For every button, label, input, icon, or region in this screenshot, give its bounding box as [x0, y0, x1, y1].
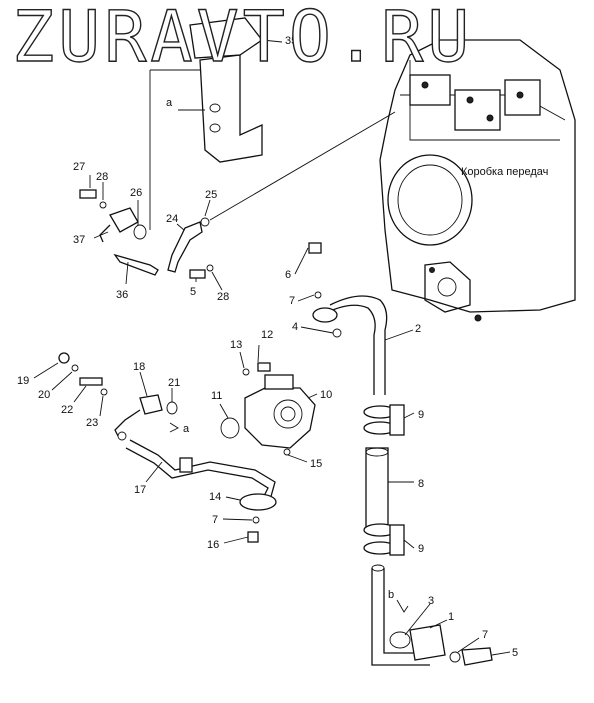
label-10: 10	[320, 389, 332, 401]
label-25: 25	[205, 189, 217, 201]
fittings-upper-left	[79, 189, 214, 279]
label-35: 35	[285, 35, 297, 47]
label-17: 17	[134, 484, 146, 496]
label-36: 36	[116, 289, 128, 301]
label-5-lower: 5	[512, 647, 518, 659]
pipe-2	[308, 242, 388, 395]
label-7-upper: 7	[289, 295, 295, 307]
label-21: 21	[168, 377, 180, 389]
label-9-lower: 9	[418, 543, 424, 555]
hose-and-clamps	[363, 404, 405, 556]
label-16: 16	[207, 539, 219, 551]
label-20: 20	[38, 389, 50, 401]
label-22: 22	[61, 404, 73, 416]
label-4: 4	[292, 321, 298, 333]
label-12: 12	[261, 329, 273, 341]
label-1: 1	[448, 611, 454, 623]
label-13: 13	[230, 339, 242, 351]
label-9-upper: 9	[418, 409, 424, 421]
pipe-line-to-gearbox	[209, 111, 396, 221]
label-3: 3	[428, 595, 434, 607]
label-18: 18	[133, 361, 145, 373]
leader-lines	[33, 39, 511, 656]
label-11: 11	[211, 390, 222, 402]
label-23: 23	[86, 417, 98, 429]
filter-bracket-35	[149, 17, 263, 230]
label-24: 24	[166, 213, 178, 225]
gearbox-label: Коробка передач	[461, 166, 549, 178]
label-27: 27	[73, 161, 85, 173]
label-19: 19	[17, 375, 29, 387]
label-28-upper: 28	[96, 171, 108, 183]
fittings-left	[58, 352, 178, 441]
label-37: 37	[73, 234, 85, 246]
label-5-upper: 5	[190, 286, 196, 298]
pump-10	[220, 362, 316, 456]
lower-suction-pipe	[371, 564, 493, 666]
label-15: 15	[310, 458, 322, 470]
watermark: ZURAVTO.RU	[11, 0, 474, 79]
label-28-lower: 28	[217, 291, 229, 303]
label-14: 14	[209, 491, 221, 503]
label-6: 6	[285, 269, 291, 281]
label-7-middle: 7	[212, 514, 218, 526]
label-a-mid: a	[183, 423, 190, 435]
tube-17	[125, 439, 277, 543]
label-b: b	[388, 589, 394, 601]
label-26: 26	[130, 187, 142, 199]
label-2: 2	[415, 323, 421, 335]
gearbox-housing	[379, 39, 576, 322]
label-a-top: a	[166, 97, 173, 109]
label-8: 8	[418, 478, 424, 490]
label-7-lower: 7	[482, 629, 488, 641]
